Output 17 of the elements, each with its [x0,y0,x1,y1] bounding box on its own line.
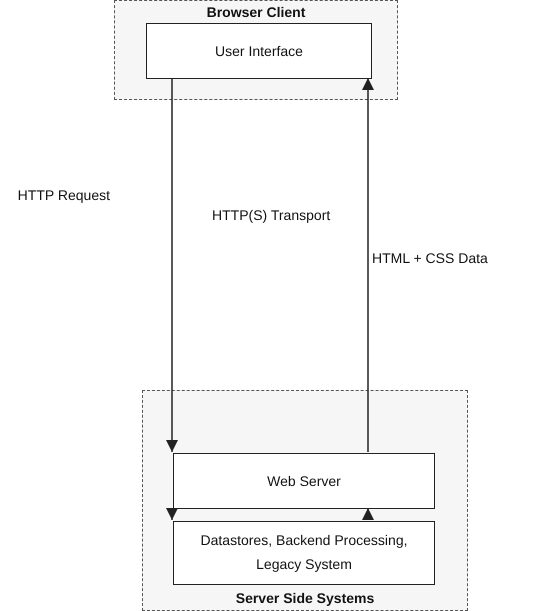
arrow [362,508,374,520]
component-box [173,453,435,509]
system-container [142,390,468,611]
edge-label: HTTP Request [18,187,110,203]
component-box [146,23,372,79]
arrow [362,78,374,452]
arrow [166,78,178,452]
component-box [173,521,435,585]
arrow [166,508,178,520]
system-container [114,0,398,100]
component-label: Datastores, Backend Processing, Legacy System [200,531,408,574]
edge-label: HTML + CSS Data [372,250,488,266]
component-label: Web Server [266,473,342,489]
container-title: Server Side Systems [234,590,376,606]
transport-label: HTTP(S) Transport [212,207,330,223]
component-label: User Interface [214,43,304,59]
container-title: Browser Client [206,4,306,20]
